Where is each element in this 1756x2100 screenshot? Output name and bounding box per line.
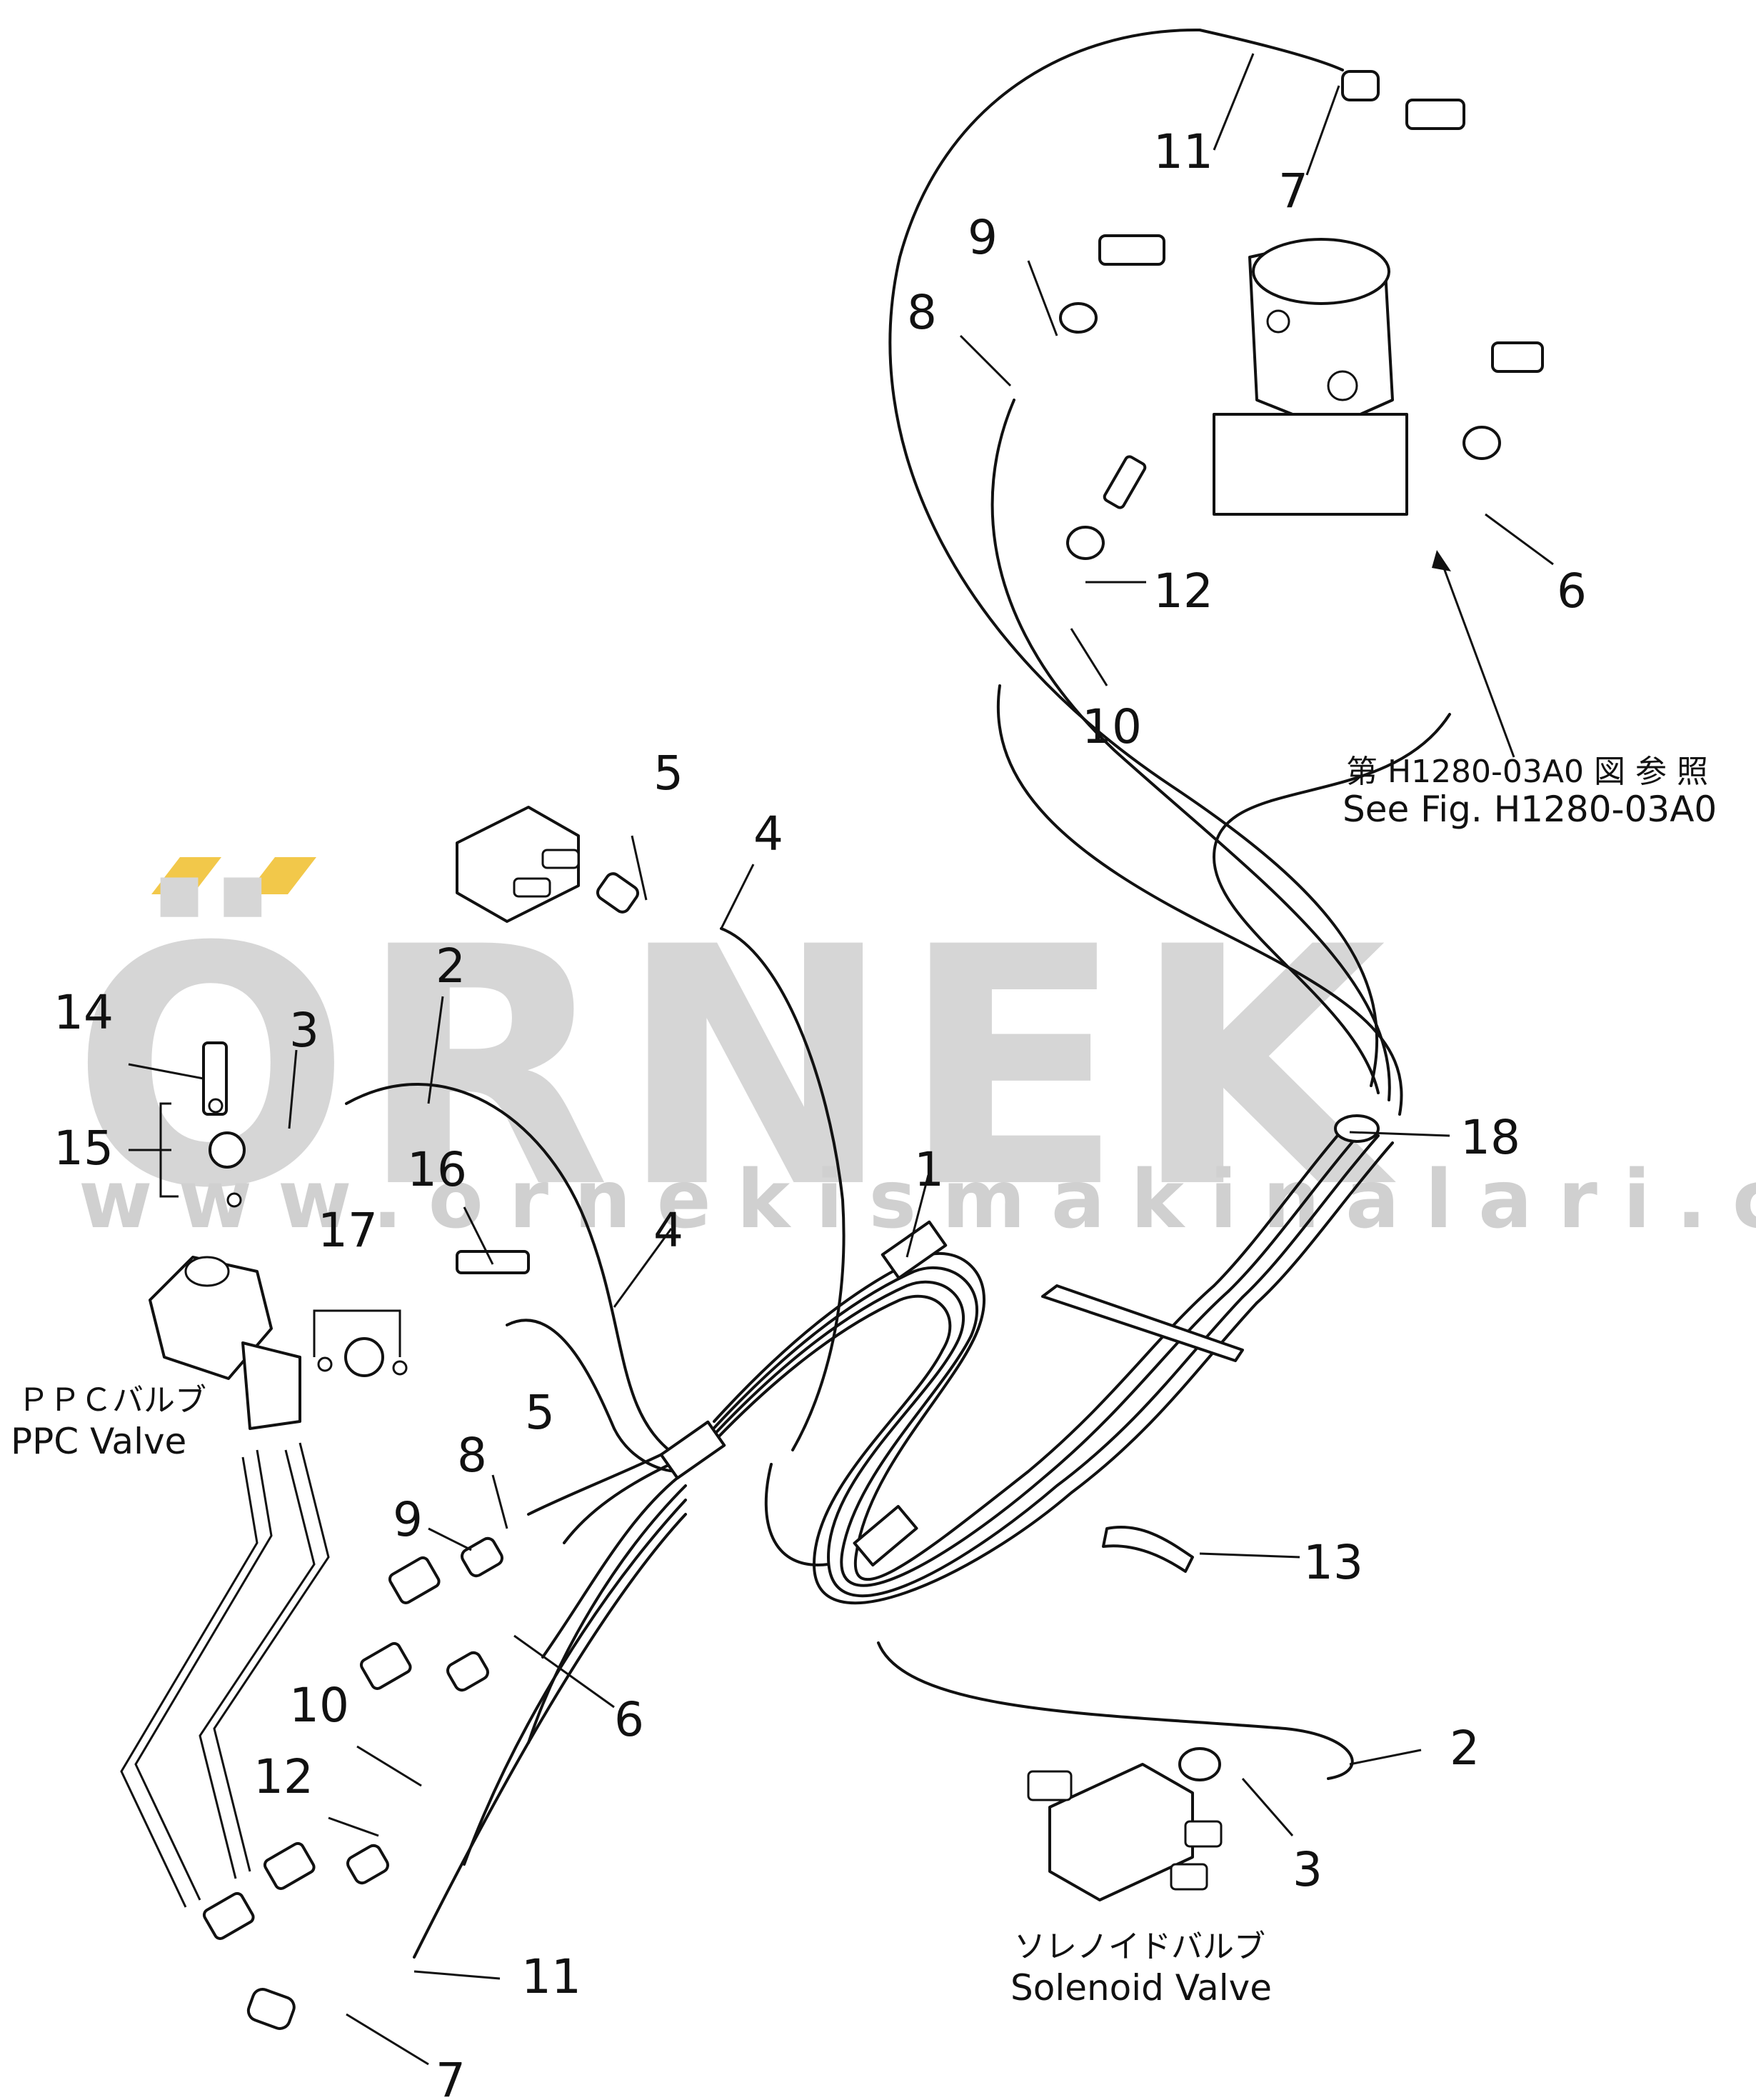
callout-4-top: 4 <box>753 806 783 861</box>
fitting-9-top <box>1059 302 1098 334</box>
callout-labels: 1 2 2 3 3 4 4 5 5 6 6 7 7 8 8 9 9 10 10 … <box>54 124 1587 2100</box>
fitting-9-bottom <box>461 1536 503 1578</box>
callout-13: 13 <box>1303 1535 1363 1590</box>
callout-2-top: 2 <box>436 939 466 994</box>
fitting-7-top <box>1341 70 1380 101</box>
ppc-valve-caption-en: PPC Valve <box>11 1421 186 1462</box>
bracket-clamp <box>1041 1284 1244 1362</box>
fitting-side <box>1103 455 1147 509</box>
components <box>149 70 1544 2030</box>
oring-17a <box>317 1356 333 1372</box>
callout-18: 18 <box>1460 1110 1520 1165</box>
fitting-12-bottom <box>346 1844 389 1885</box>
callout-12-top: 12 <box>1153 564 1213 619</box>
leader-lines <box>128 53 1554 2066</box>
watermark-accent-left <box>151 857 221 894</box>
fitting-5-top <box>596 872 640 914</box>
fitting-3-bottom <box>1178 1747 1221 1781</box>
solenoid-valve-caption-jp: ソレノイドバルブ <box>1014 1929 1265 1965</box>
callout-12-bottom: 12 <box>254 1749 313 1804</box>
callout-3-bottom: 3 <box>1293 1842 1323 1897</box>
solenoid-valve-caption-en: Solenoid Valve <box>1010 1967 1272 2009</box>
bundle-clamp-mid <box>880 1220 948 1280</box>
block-fitting <box>456 806 580 923</box>
solenoid-valve-body <box>1027 1747 1223 1901</box>
motor-assembly <box>1213 238 1408 516</box>
ppc-valve-caption-jp: ＰＰＣバルブ <box>18 1382 206 1419</box>
callout-16: 16 <box>407 1142 467 1197</box>
banjo-15 <box>209 1131 246 1169</box>
clamp-18 <box>1334 1114 1380 1143</box>
callout-5-mid: 5 <box>525 1385 555 1440</box>
callout-1: 1 <box>914 1142 944 1197</box>
oring-15b <box>226 1192 242 1208</box>
bundle-clamp-lower <box>853 1504 918 1567</box>
watermark: ÖRNEK www.ornekismakinalari.com.tr <box>71 857 1756 1260</box>
hose-lines <box>120 28 1451 1959</box>
bundle-clamp-left <box>659 1420 726 1480</box>
clip-13 <box>1102 1526 1194 1573</box>
callout-17: 17 <box>318 1203 378 1258</box>
fitting-12-top <box>1066 526 1105 560</box>
oring-15a <box>208 1098 224 1114</box>
callout-7-top: 7 <box>1278 164 1308 219</box>
fitting-6-bottom <box>446 1651 489 1692</box>
callout-10-top: 10 <box>1082 699 1142 754</box>
elbow-top <box>1405 99 1465 130</box>
elbow-b <box>359 1641 412 1690</box>
ppc-valve <box>149 1256 301 1430</box>
callout-14: 14 <box>54 985 114 1040</box>
callout-15: 15 <box>54 1121 114 1176</box>
elbow-right <box>1491 341 1544 373</box>
see-fig-caption-en: See Fig. H1280-03A0 <box>1343 789 1717 830</box>
callout-5-top: 5 <box>653 746 683 801</box>
watermark-brand: ÖRNEK <box>71 874 1398 1260</box>
callout-6-bottom: 6 <box>614 1692 644 1747</box>
fitting-6-top <box>1463 426 1501 460</box>
elbow-c <box>263 1841 316 1890</box>
elbow-a <box>388 1556 441 1604</box>
callout-11-top: 11 <box>1153 124 1213 179</box>
callout-3-top: 3 <box>289 1003 319 1058</box>
see-fig-caption-jp: 第 H1280-03A0 図 参 照 <box>1346 754 1708 790</box>
clamps <box>659 1114 1380 1567</box>
callout-4-mid: 4 <box>653 1203 683 1258</box>
callout-6-top: 6 <box>1557 564 1587 619</box>
callout-8-bottom: 8 <box>457 1428 487 1483</box>
elbow-d <box>202 1891 255 1940</box>
callout-9-bottom: 9 <box>393 1492 423 1547</box>
oring-17b <box>392 1360 408 1376</box>
captions: ＰＰＣバルブ PPC Valve ソレノイドバルブ Solenoid Valve… <box>11 754 1717 2009</box>
callout-10-bottom: 10 <box>289 1678 349 1733</box>
elbow-left <box>1098 234 1165 266</box>
callout-7-bottom: 7 <box>436 2053 466 2100</box>
callout-11-bottom: 11 <box>521 1949 581 2004</box>
callout-9-top: 9 <box>968 210 998 265</box>
callout-8-top: 8 <box>907 285 937 340</box>
banjo-17 <box>344 1337 384 1377</box>
fitting-7-bottom <box>246 1988 296 2030</box>
watermark-accent-right <box>246 857 316 894</box>
callout-2-bottom: 2 <box>1450 1721 1480 1776</box>
